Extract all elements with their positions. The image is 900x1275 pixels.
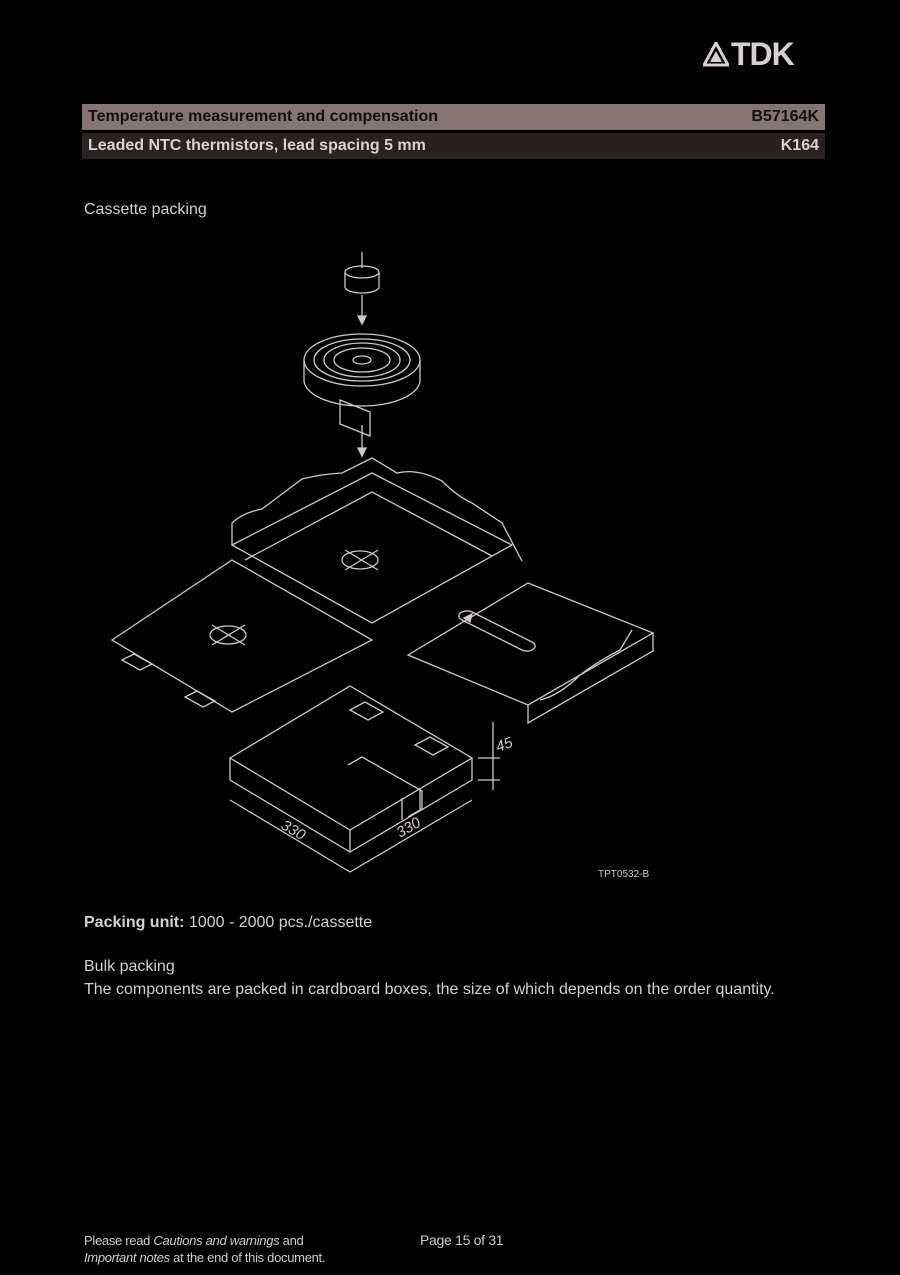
tray-part bbox=[406, 582, 655, 725]
product-series: K164 bbox=[780, 137, 819, 154]
tdk-emblem-icon bbox=[703, 41, 729, 66]
packing-unit-label: Packing unit: bbox=[84, 914, 185, 931]
cassette-packing-drawing: 45 330 330 TPT0532-B bbox=[110, 252, 655, 880]
footer-text: and bbox=[279, 1233, 304, 1248]
hub-part bbox=[344, 252, 380, 326]
lid-panel bbox=[230, 457, 523, 624]
header-row-2: Leaded NTC thermistors, lead spacing 5 m… bbox=[82, 133, 825, 159]
header-row-1: Temperature measurement and compensation… bbox=[82, 104, 825, 130]
section-title-cassette: Cassette packing bbox=[84, 201, 207, 218]
footer-text: at the end of this document. bbox=[169, 1250, 326, 1265]
dim-height: 45 bbox=[494, 734, 516, 756]
packing-unit: Packing unit: 1000 - 2000 pcs./cassette bbox=[84, 914, 372, 932]
assembled-box bbox=[228, 685, 500, 873]
figure-id: TPT0532-B bbox=[598, 869, 649, 880]
footer-text: Please read bbox=[84, 1233, 154, 1248]
dim-width-1: 330 bbox=[278, 817, 309, 845]
dim-width-2: 330 bbox=[394, 814, 425, 842]
logo-text: TDK bbox=[731, 36, 795, 72]
base-panel bbox=[110, 559, 374, 713]
important-notes-link: Important notes bbox=[84, 1250, 170, 1265]
header-title: Temperature measurement and compensation bbox=[88, 108, 439, 125]
tdk-logo: TDK bbox=[703, 36, 795, 73]
cautions-link: Cautions and warnings bbox=[153, 1233, 280, 1248]
page-number: Page 15 of 31 bbox=[420, 1232, 504, 1248]
tape-reel bbox=[303, 333, 421, 458]
section-title-bulk: Bulk packing bbox=[84, 958, 175, 975]
footer-note: Please read Cautions and warnings and Im… bbox=[84, 1232, 325, 1266]
packing-unit-value: 1000 - 2000 pcs./cassette bbox=[184, 914, 373, 931]
bulk-description: The components are packed in cardboard b… bbox=[84, 981, 775, 998]
header-subtitle: Leaded NTC thermistors, lead spacing 5 m… bbox=[88, 137, 426, 154]
product-code: B57164K bbox=[751, 108, 819, 125]
